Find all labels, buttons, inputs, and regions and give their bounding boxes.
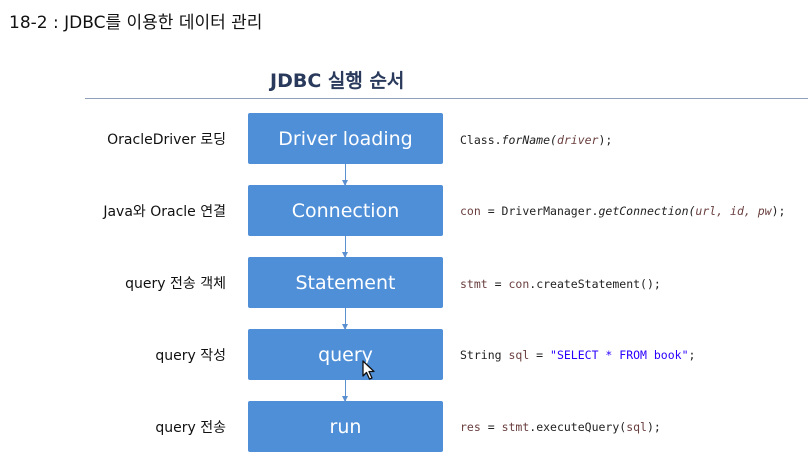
step-label-statement: query 전송 객체: [125, 276, 226, 292]
code-token: String: [460, 348, 509, 362]
code-line-driver-loading: Class.forName(driver);: [460, 133, 612, 147]
diagram-title: JDBC 실행 순서: [270, 70, 405, 92]
code-token: sql: [626, 420, 647, 434]
step-label-driver-loading: OracleDriver 로딩: [107, 132, 226, 148]
code-line-query: String sql = "SELECT * FROM book";: [460, 348, 695, 362]
code-token: );: [646, 420, 661, 434]
code-token: sql: [508, 348, 530, 362]
code-token: =: [480, 420, 502, 434]
code-line-run: res = stmt.executeQuery(sql);: [460, 420, 661, 434]
code-token: );: [598, 133, 613, 147]
code-token: con: [460, 204, 481, 218]
code-token: stmt: [460, 277, 488, 291]
code-token: con: [508, 277, 530, 291]
code-token: );: [771, 204, 786, 218]
step-box-statement: Statement: [248, 257, 443, 308]
code-token: url, id, pw: [695, 204, 772, 218]
step-box-driver-loading: Driver loading: [248, 113, 443, 164]
arrow-driver-to-connection: [342, 164, 348, 186]
page-heading: 18-2 : JDBC를 이용한 데이터 관리: [9, 13, 263, 33]
step-label-query: query 작성: [155, 348, 226, 364]
code-token: getConnection(: [598, 204, 696, 218]
arrow-statement-to-query: [342, 308, 348, 330]
code-line-statement: stmt = con.createStatement();: [460, 277, 661, 291]
arrow-query-to-run: [342, 380, 348, 402]
code-token: Class.: [460, 133, 502, 147]
title-divider: [85, 98, 808, 99]
step-box-run: run: [248, 401, 443, 452]
step-label-connection: Java와 Oracle 연결: [103, 204, 226, 220]
step-label-run: query 전송: [155, 420, 226, 436]
code-token: .executeQuery(: [529, 420, 627, 434]
code-token: forName(: [501, 133, 557, 147]
mouse-cursor-icon: [362, 360, 375, 380]
step-box-query: query: [248, 329, 443, 380]
code-line-connection: con = DriverManager.getConnection(url, i…: [460, 204, 785, 218]
code-token: "SELECT * FROM book": [550, 348, 689, 362]
arrow-connection-to-statement: [342, 236, 348, 258]
code-token: driver: [556, 133, 599, 147]
code-token: .createStatement();: [529, 277, 661, 291]
step-box-connection: Connection: [248, 185, 443, 236]
code-token: ;: [688, 348, 696, 362]
code-token: = DriverManager.: [480, 204, 599, 218]
code-token: =: [487, 277, 509, 291]
code-token: =: [529, 348, 551, 362]
code-token: stmt: [501, 420, 530, 434]
code-token: res: [460, 420, 481, 434]
